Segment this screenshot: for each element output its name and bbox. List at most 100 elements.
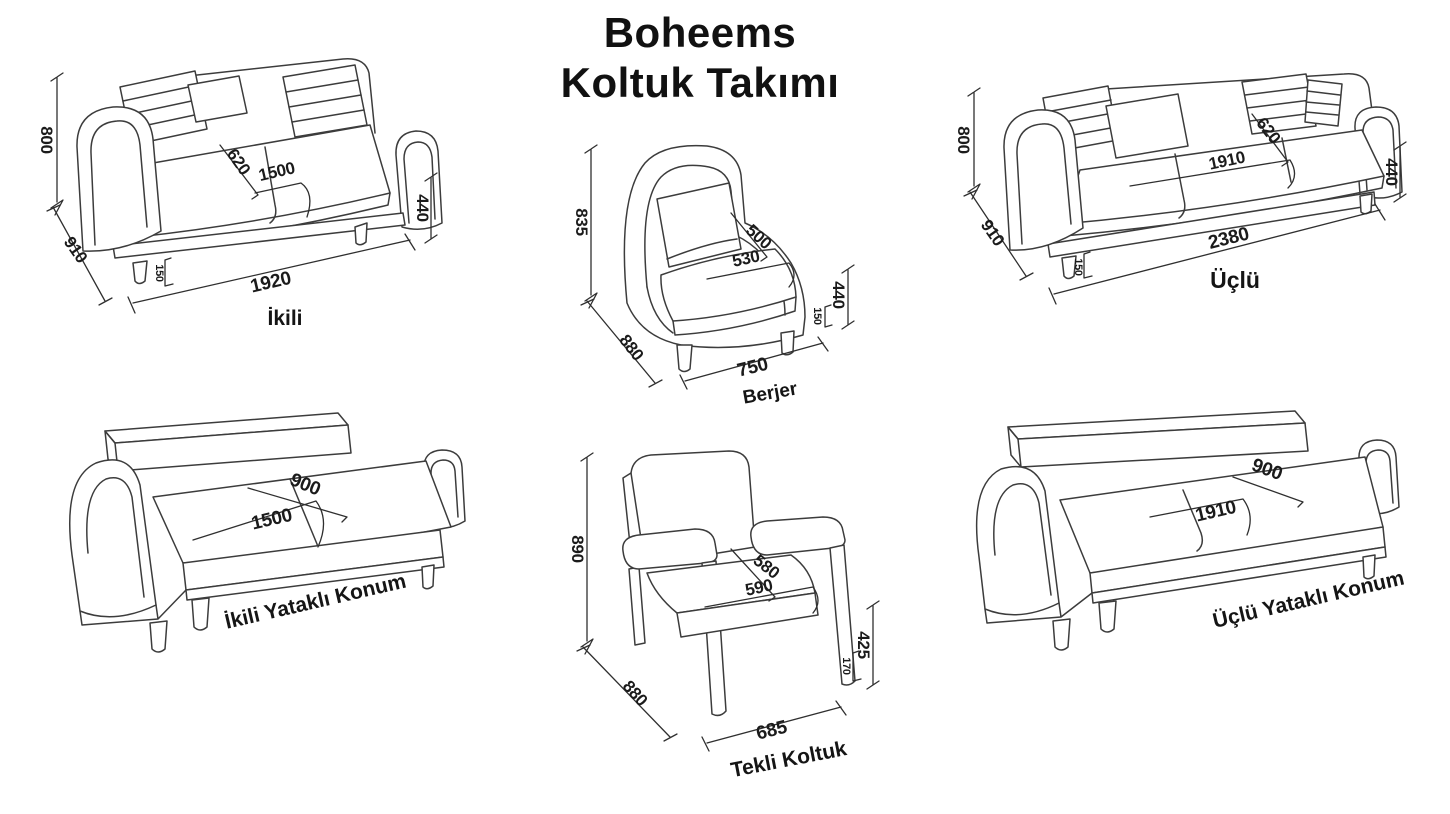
- chair-back-inner: [644, 164, 736, 288]
- label-tekli: Tekli Koltuk: [729, 737, 849, 782]
- right-arm-inner: [1365, 449, 1394, 507]
- seat-seam-1: [1174, 153, 1186, 219]
- front-right-leg: [1359, 193, 1373, 215]
- front-left-leg: [149, 620, 168, 653]
- seat-front-lip: [672, 296, 797, 336]
- dim-line-seat-height: [1393, 141, 1407, 203]
- dim-line-seat-width: [706, 262, 795, 288]
- dim-line-depth: [46, 204, 113, 306]
- dim-line-bed-width: [192, 500, 325, 548]
- dim-berjer-leg: 150: [811, 307, 823, 325]
- dim-berjer-seat-height: 440: [829, 281, 848, 308]
- page-title-line2: Koltuk Takımı: [560, 59, 840, 106]
- label-ikili: İkili: [267, 307, 302, 330]
- base-rail: [1091, 546, 1387, 604]
- dim-line-bed-width: [1149, 498, 1251, 536]
- front-left-leg: [1061, 255, 1077, 280]
- seat-seam: [264, 146, 277, 224]
- dim-tekli-depth: 880: [619, 677, 651, 710]
- dim-uclu-height: 800: [954, 126, 973, 153]
- lumbar-pillow-crease: [666, 238, 738, 260]
- pillow-stripes-right: [285, 79, 365, 123]
- front-right-leg: [354, 222, 368, 246]
- dim-line-height: [50, 72, 64, 216]
- dim-ikili-width: 1920: [248, 268, 293, 298]
- dim-line-seat-width: [704, 586, 819, 614]
- figure-ikili-yatakli: 900 1500 İkili Yataklı Konum: [69, 412, 466, 653]
- dim-ikili-height: 800: [37, 126, 56, 153]
- page-title: Boheems Koltuk Takımı: [561, 8, 840, 108]
- dim-line-height: [580, 452, 594, 655]
- dim-uclu-seat-height: 440: [1382, 158, 1401, 185]
- left-arm-inner: [1016, 123, 1072, 245]
- left-arm: [76, 106, 162, 252]
- dim-line-leg: [1083, 251, 1093, 279]
- seat-cushions: [136, 124, 391, 238]
- dim-line-seat-width: [254, 182, 311, 218]
- dim-line-seat-depth: [1251, 113, 1289, 167]
- pillow-stripes-mid-right: [1244, 86, 1315, 122]
- lumbar-pillow: [656, 182, 742, 268]
- left-arm: [1003, 109, 1084, 251]
- dim-tekli-width: 685: [754, 717, 790, 745]
- platform-seam: [1182, 489, 1204, 552]
- dim-line-seat-depth: [730, 212, 768, 262]
- page-title-line1: Boheems: [603, 9, 797, 56]
- dim-line-width: [1048, 203, 1386, 305]
- dim-line-width: [127, 233, 416, 314]
- dim-line-leg: [824, 304, 833, 328]
- dim-berjer-depth: 880: [615, 331, 647, 364]
- right-arm-inner: [430, 459, 459, 521]
- base-under-arm: [79, 589, 187, 626]
- dim-uclu-depth: 910: [977, 216, 1008, 249]
- dim-line-width: [679, 336, 829, 390]
- figure-uclu: 800 910 620 1910 440 150 2380 Üçlü: [954, 73, 1407, 305]
- front-right-leg: [421, 564, 435, 590]
- left-arm-inner: [993, 483, 1052, 596]
- berjer-chair-sketch: [623, 144, 806, 373]
- dim-tekli-seat-height: 425: [854, 631, 873, 658]
- figure-tekli: 890 880 580 590 425 170 685 Tekli Koltuk: [568, 450, 880, 782]
- figure-berjer: 835 880 500 530 440 150 750 Berjer: [572, 144, 855, 409]
- seat-front-face: [676, 592, 819, 638]
- dim-ikili-seat-height: 440: [413, 194, 432, 221]
- dim-line-leg: [164, 257, 174, 287]
- label-berjer: Berjer: [741, 378, 799, 408]
- dim-line-seat-depth: [219, 144, 259, 200]
- left-arm: [975, 465, 1060, 616]
- figure-ikili: 800 910 620 1500 440 150 1920 İkili: [37, 58, 443, 330]
- dim-line-width: [701, 700, 847, 752]
- dim-line-seat-width: [1129, 159, 1296, 189]
- dim-line-depth: [963, 189, 1034, 281]
- front-left-leg: [132, 260, 148, 285]
- dim-uclu-leg: 150: [1072, 258, 1084, 276]
- front-left-leg: [676, 344, 693, 373]
- label-uclu: Üçlü: [1210, 267, 1260, 293]
- pillow-stripes-far-right: [1305, 90, 1341, 116]
- front-mid-leg: [191, 597, 210, 631]
- front-right-leg: [1362, 554, 1376, 580]
- dim-line-depth: [580, 298, 663, 388]
- dim-line-bed-depth: [1232, 476, 1304, 508]
- dim-line-height: [584, 144, 598, 309]
- backrest-slab-end: [1007, 426, 1022, 468]
- back-left-leg: [628, 566, 646, 646]
- base-under-arm: [984, 592, 1093, 624]
- dim-ikili-leg: 150: [153, 264, 165, 282]
- ikili-yatakli-sketch: [69, 412, 466, 653]
- left-arm-inner: [86, 477, 145, 598]
- right-arm-inner: [1362, 116, 1397, 191]
- figure-uclu-yatakli: 900 1910 Üçlü Yataklı Konum: [975, 410, 1406, 651]
- base-rail: [185, 556, 445, 601]
- seat-cushions: [1061, 129, 1385, 225]
- dim-line-seat-height: [424, 172, 438, 244]
- tekli-chair-sketch: [622, 450, 856, 717]
- pillow-plain-middle: [1105, 93, 1189, 159]
- front-mid-leg: [1098, 600, 1117, 633]
- dim-line-leg: [852, 650, 862, 682]
- left-armrest: [622, 528, 718, 570]
- base-rail: [112, 212, 406, 259]
- left-arm-inner: [90, 120, 148, 246]
- right-arm-inner: [403, 141, 436, 224]
- dim-line-bed-depth: [247, 487, 348, 523]
